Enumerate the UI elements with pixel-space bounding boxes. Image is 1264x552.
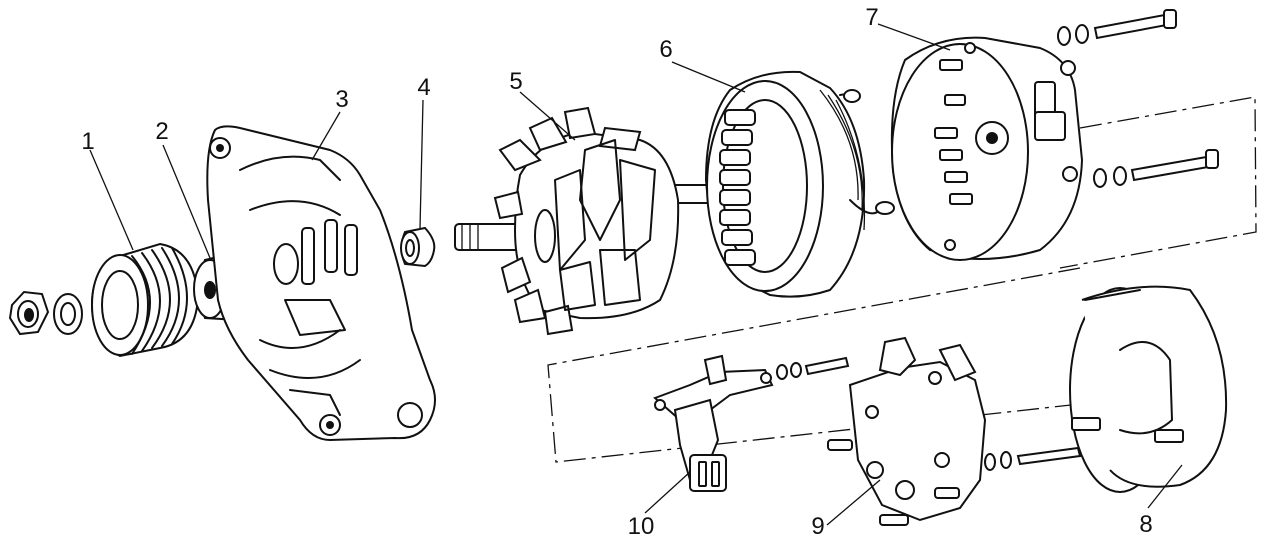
- stator-part: [704, 70, 895, 298]
- callout-4: 4: [417, 74, 431, 101]
- lower-bolt-part: [776, 356, 1082, 471]
- callout-3: 3: [335, 86, 349, 113]
- callout-1: 1: [81, 128, 95, 155]
- callout-9: 9: [811, 513, 825, 540]
- voltage-regulator-part: [653, 354, 774, 492]
- callout-8: 8: [1139, 511, 1153, 538]
- rear-cover-part: [1069, 285, 1228, 493]
- callout-7: 7: [865, 4, 879, 31]
- washer-part: [53, 293, 83, 335]
- bearing-ring-part: [400, 226, 436, 268]
- upper-bolt-part: [1057, 9, 1177, 46]
- reference-frame-upper: [1059, 96, 1257, 269]
- drive-end-housing-part: [206, 125, 436, 442]
- callout-6: 6: [659, 36, 673, 63]
- callout-5: 5: [509, 68, 523, 95]
- leader-lines: [89, 23, 1183, 526]
- callout-2: 2: [155, 118, 169, 145]
- hex-nut-part: [8, 290, 50, 336]
- pulley-part: [90, 242, 200, 358]
- reference-frame-lower: [547, 267, 1081, 463]
- middle-bolt-part: [1093, 149, 1219, 188]
- rectifier-bridge-part: [827, 336, 987, 526]
- slip-ring-end-housing-part: [890, 36, 1084, 261]
- callout-10: 10: [627, 513, 655, 540]
- rotor-part: [454, 106, 716, 336]
